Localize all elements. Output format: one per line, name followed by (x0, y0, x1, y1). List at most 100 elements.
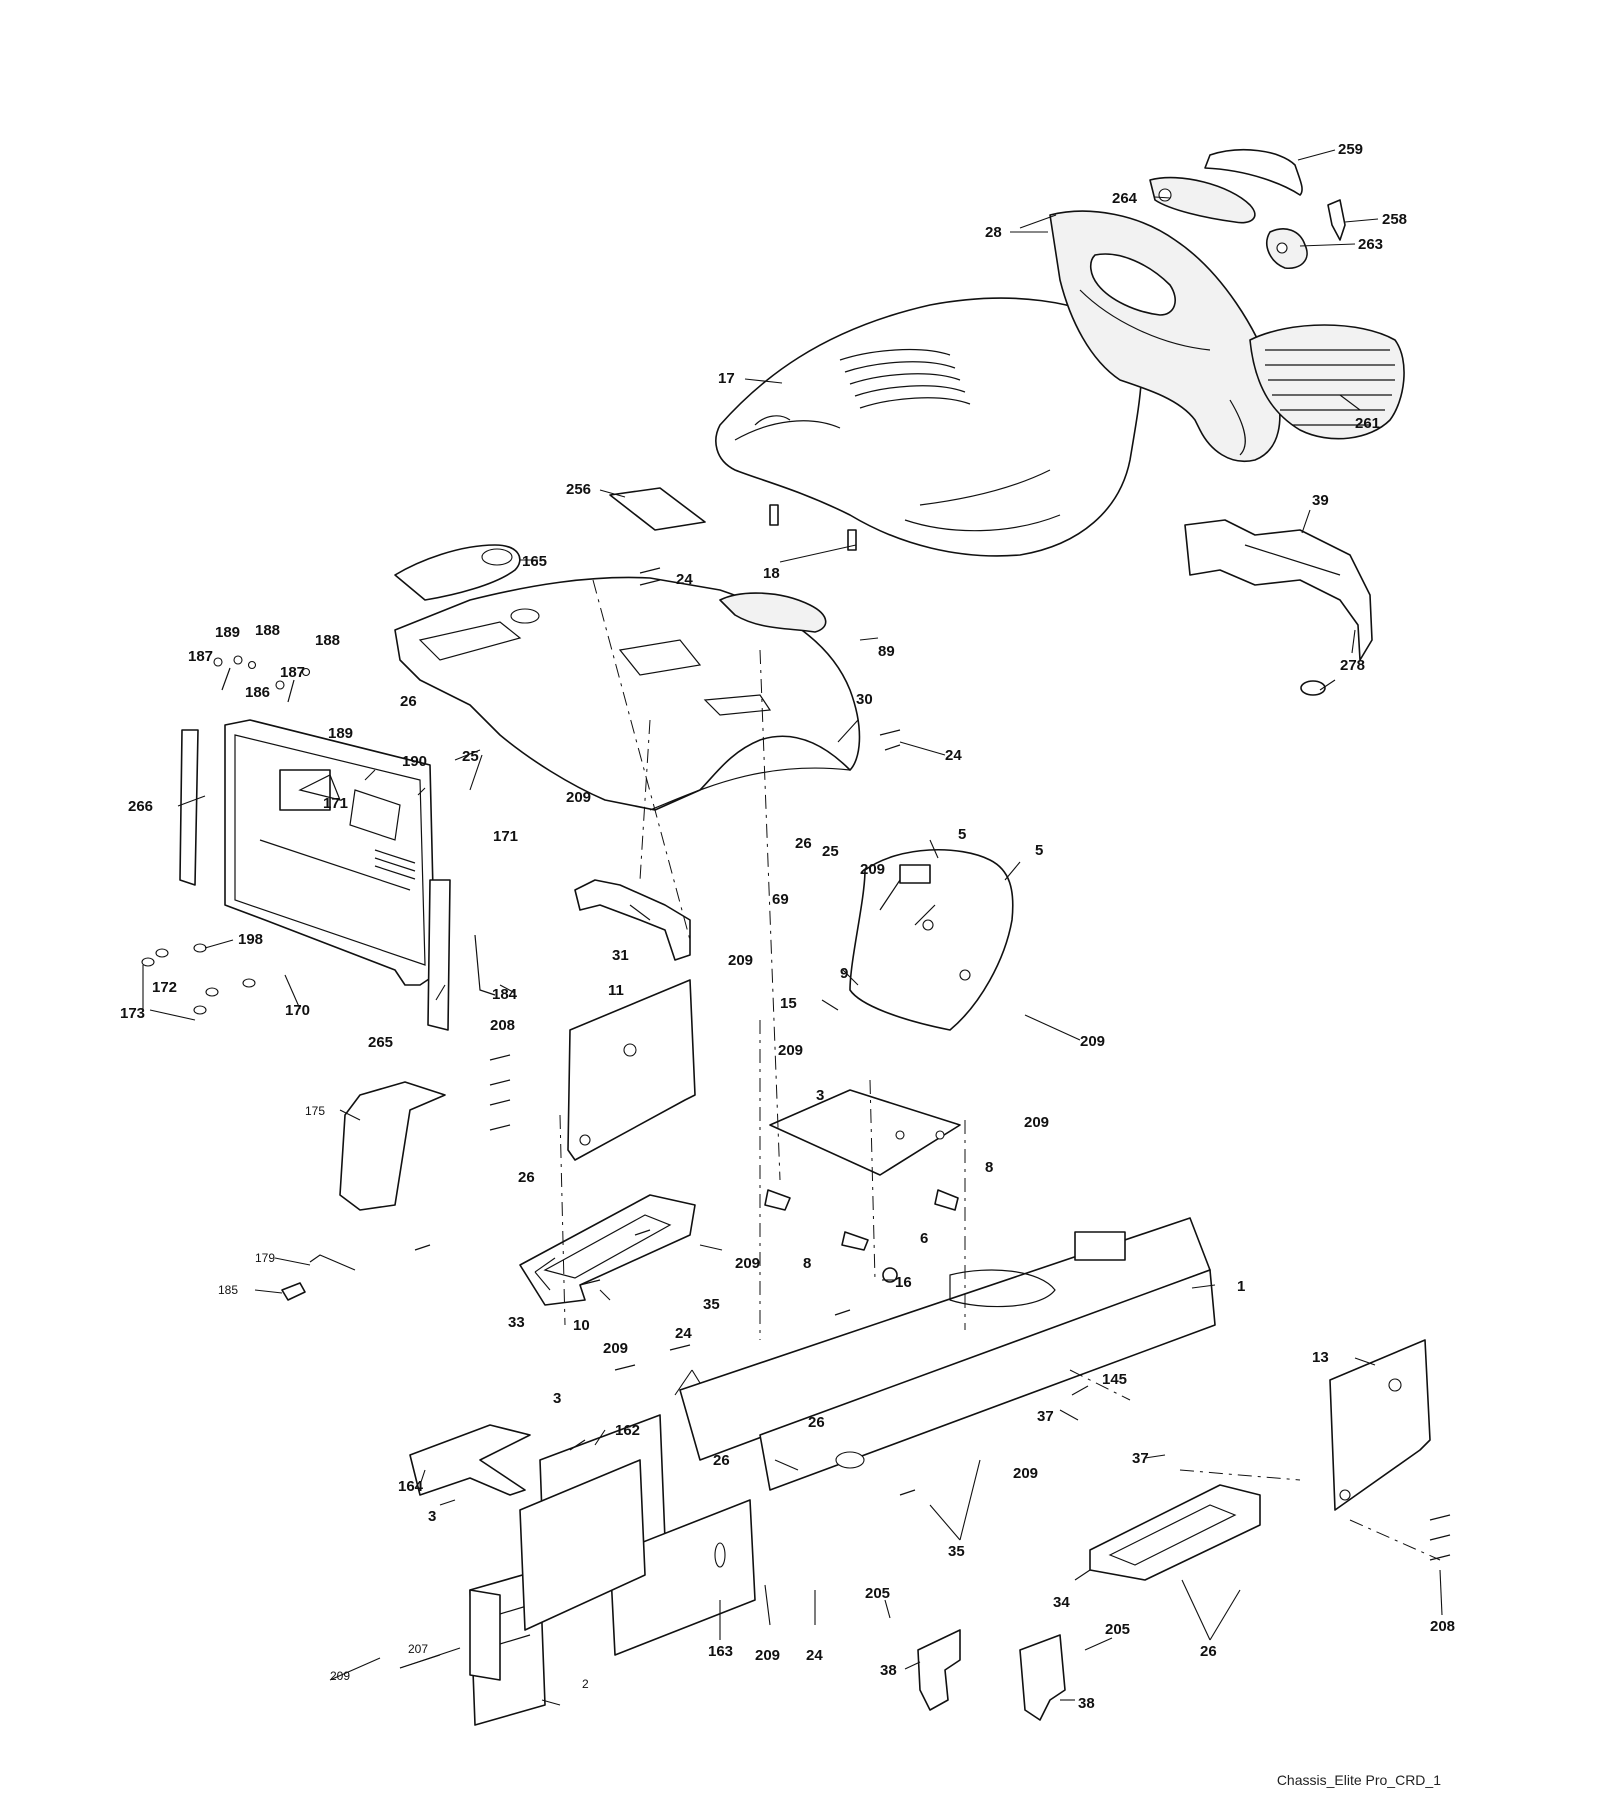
callout-209j: 209 (755, 1647, 780, 1664)
callout-256: 256 (566, 481, 591, 498)
callout-8a: 8 (985, 1159, 993, 1176)
callout-16: 16 (895, 1274, 912, 1291)
hardware-bolts (414, 567, 1451, 1561)
callout-261: 261 (1355, 415, 1380, 432)
part-pedal-cover (719, 592, 827, 633)
callout-3c: 3 (428, 1508, 436, 1525)
callout-172: 172 (152, 979, 177, 996)
part-nut-16 (882, 1267, 898, 1283)
part-fuel-door (609, 487, 706, 531)
callout-208b: 208 (1430, 1618, 1455, 1635)
callout-26a: 26 (400, 693, 417, 710)
callout-198: 198 (238, 931, 263, 948)
callout-28: 28 (985, 224, 1002, 241)
callout-9: 9 (840, 965, 848, 982)
callout-26f: 26 (1200, 1643, 1217, 1660)
callout-190: 190 (402, 753, 427, 770)
callout-209i: 209 (1013, 1465, 1038, 1482)
part-rod (309, 1254, 356, 1271)
callout-188a: 188 (255, 622, 280, 639)
part-latch (281, 1282, 306, 1301)
callout-25b: 25 (822, 843, 839, 860)
part-washers-left (141, 943, 256, 1015)
callout-33: 33 (508, 1314, 525, 1331)
part-bracket-31 (574, 879, 691, 961)
callout-26b: 26 (795, 835, 812, 852)
callout-205a: 205 (865, 1585, 890, 1602)
callout-34: 34 (1053, 1594, 1070, 1611)
part-bracket-164 (409, 1424, 531, 1496)
callout-258: 258 (1382, 211, 1407, 228)
part-footrest-33 (519, 1194, 696, 1306)
callout-165: 165 (522, 553, 547, 570)
callout-5b: 5 (1035, 842, 1043, 859)
callout-170: 170 (285, 1002, 310, 1019)
callout-38a: 38 (880, 1662, 897, 1679)
part-headlight-left (1149, 176, 1256, 224)
callout-209d: 209 (1080, 1033, 1105, 1050)
callout-24a: 24 (676, 571, 693, 588)
part-dash-panel (224, 719, 436, 986)
part-frame (679, 1217, 1216, 1491)
callout-209h: 209 (603, 1340, 628, 1357)
callout-188b: 188 (315, 632, 340, 649)
part-fender (394, 576, 861, 811)
callout-13: 13 (1312, 1349, 1329, 1366)
callout-37b: 37 (1132, 1450, 1149, 1467)
part-side-trim-left (179, 729, 199, 886)
callout-39: 39 (1312, 492, 1329, 509)
part-brackets-38 (917, 1629, 1066, 1721)
callout-175: 175 (305, 1104, 325, 1118)
part-front-plate-left (519, 1459, 646, 1631)
part-knob (1300, 679, 1336, 696)
callout-171a: 171 (323, 795, 348, 812)
part-front-plate-163 (609, 1499, 756, 1656)
part-side-trim-right (427, 879, 451, 1031)
callout-3b: 3 (553, 1390, 561, 1407)
callout-209c: 209 (728, 952, 753, 969)
part-hood-bracket (1184, 519, 1373, 661)
callout-187a: 187 (188, 648, 213, 665)
callout-24d: 24 (806, 1647, 823, 1664)
part-hood-clips (769, 504, 857, 551)
callout-171b: 171 (493, 828, 518, 845)
part-heat-shield (339, 1081, 446, 1211)
callout-173: 173 (120, 1005, 145, 1022)
callout-31: 31 (612, 947, 629, 964)
callout-26d: 26 (808, 1414, 825, 1431)
callout-18: 18 (763, 565, 780, 582)
part-side-plate-13 (1329, 1339, 1431, 1511)
callout-8b: 8 (803, 1255, 811, 1272)
callout-26c: 26 (518, 1169, 535, 1186)
callout-1: 1 (1237, 1278, 1245, 1295)
callout-5a: 5 (958, 826, 966, 843)
callout-162: 162 (615, 1422, 640, 1439)
part-cup-holder (394, 544, 521, 601)
callout-24c: 24 (675, 1325, 692, 1342)
callout-38b: 38 (1078, 1695, 1095, 1712)
callout-207: 207 (408, 1642, 428, 1656)
part-spring-link (474, 934, 496, 996)
callout-184: 184 (492, 986, 518, 1003)
callout-209k: 209 (330, 1669, 350, 1683)
callout-259: 259 (1338, 141, 1363, 158)
callout-278: 278 (1340, 657, 1365, 674)
part-linkage-hardware (213, 655, 311, 703)
callout-209b: 209 (860, 861, 885, 878)
callout-89: 89 (878, 643, 895, 660)
callout-163: 163 (708, 1643, 733, 1660)
callout-2: 2 (582, 1677, 589, 1691)
callout-179: 179 (255, 1251, 275, 1265)
callout-leaders (142, 149, 1443, 1706)
callout-35a: 35 (703, 1296, 720, 1313)
callout-205b: 205 (1105, 1621, 1130, 1638)
callout-26e: 26 (713, 1452, 730, 1469)
callout-189b: 189 (328, 725, 353, 742)
callout-265: 265 (368, 1034, 393, 1051)
callout-24b: 24 (945, 747, 962, 764)
callout-264: 264 (1112, 190, 1138, 207)
callout-10: 10 (573, 1317, 590, 1334)
part-hood-front (1049, 210, 1281, 463)
part-mount-plate-11 (567, 979, 696, 1161)
